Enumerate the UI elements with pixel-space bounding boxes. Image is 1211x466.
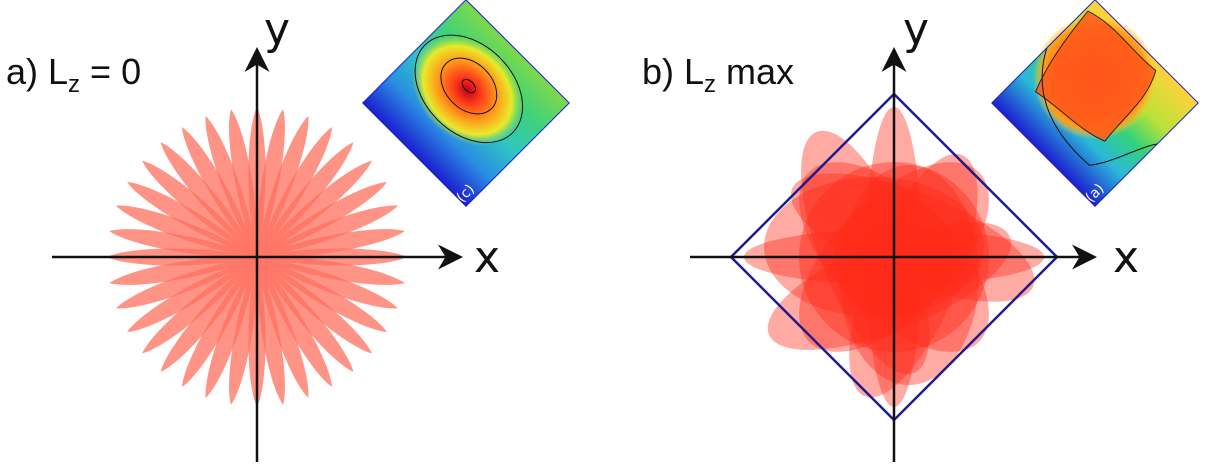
petal: [257, 257, 309, 398]
petal: [257, 205, 398, 257]
petal: [229, 257, 258, 405]
petal: [116, 205, 257, 257]
petal: [256, 257, 285, 405]
petal: [256, 109, 285, 257]
inset-heatmap-a: [362, 0, 570, 207]
x-axis-label-b: x: [1113, 232, 1139, 283]
petal: [257, 182, 387, 257]
petal: [116, 257, 257, 309]
petal: [229, 109, 258, 257]
petal: [257, 116, 309, 257]
petal: [182, 257, 257, 387]
petal: [160, 142, 257, 257]
orbital-blob: [839, 165, 979, 385]
petal: [160, 257, 257, 372]
panel-b: x y b) Lz max (a): [642, 0, 1199, 462]
orbital-blob: [849, 153, 978, 398]
petal: [257, 257, 332, 387]
petal: [182, 127, 257, 257]
petal: [142, 257, 257, 354]
x-axis-label-a: x: [474, 232, 500, 283]
petal: [127, 257, 257, 332]
orbital-blob: [764, 177, 984, 317]
petal: [109, 256, 257, 285]
petal: [257, 229, 405, 258]
petal: [257, 160, 372, 257]
petal: [205, 116, 257, 257]
y-axis-label-a: y: [264, 4, 290, 55]
petal: [257, 142, 354, 257]
petal: [257, 257, 387, 332]
inset-heatmap-b: [991, 0, 1199, 207]
petal: [109, 229, 257, 258]
orbital-blob: [801, 130, 930, 375]
orbital-blob: [767, 221, 1012, 350]
y-axis-label-b: y: [903, 4, 929, 55]
petal: [257, 257, 372, 354]
petal: [257, 257, 398, 309]
panel-a-title: a) Lz = 0: [6, 51, 141, 98]
petal: [127, 182, 257, 257]
panel-b-title: b) Lz max: [642, 51, 794, 98]
petal: [142, 160, 257, 257]
petal: [205, 257, 257, 398]
petal: [257, 257, 354, 372]
panel-a: x y a) Lz = 0 (c): [6, 0, 570, 462]
petal: [257, 256, 405, 285]
orbital-blob: [790, 173, 1035, 302]
petal: [257, 127, 332, 257]
radial-petals: [107, 107, 407, 407]
overlapping-blobs: [744, 107, 1044, 407]
